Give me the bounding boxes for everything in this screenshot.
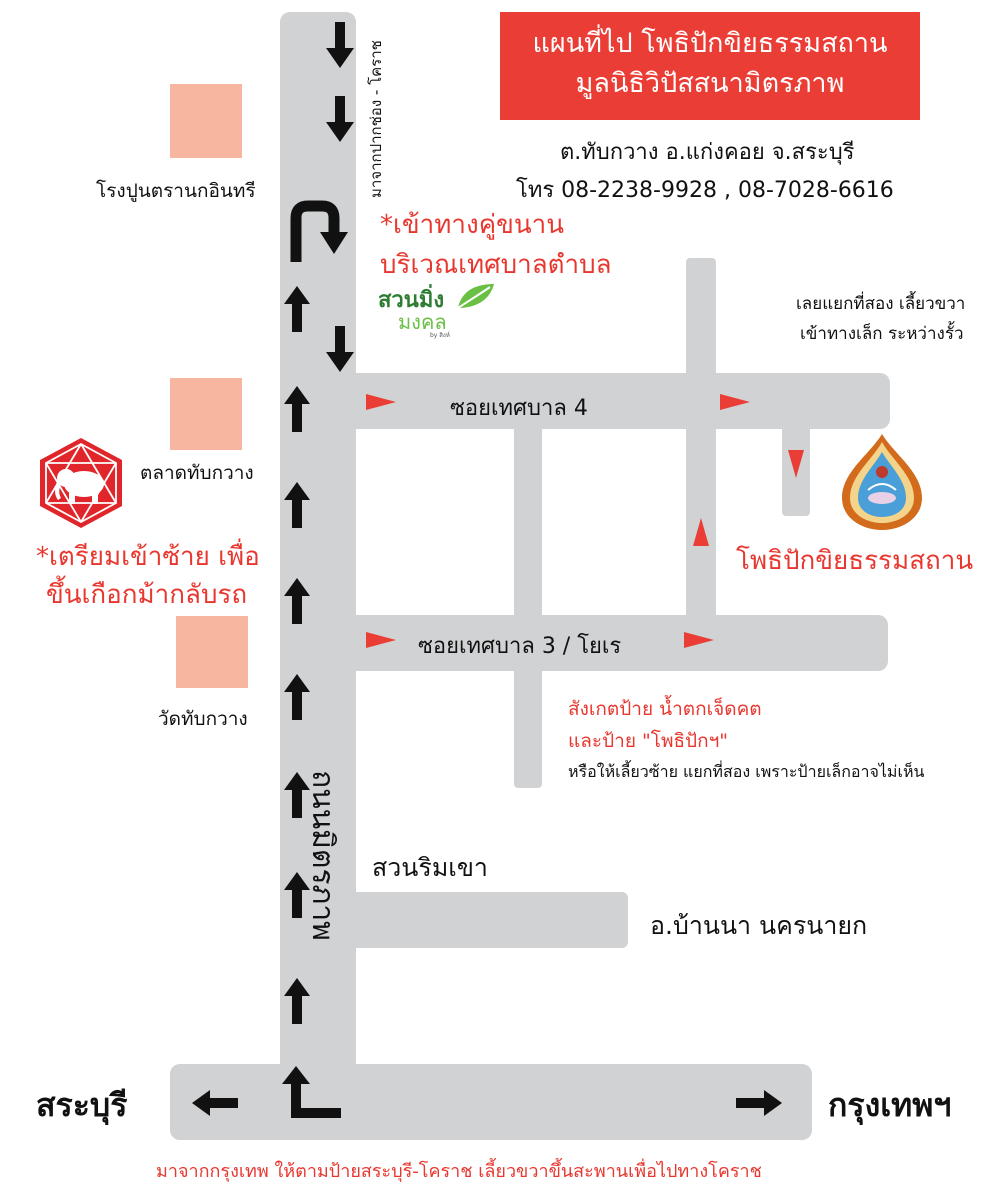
red-arrow-right-icon [720,394,750,410]
soi-4-label: ซอยเทศบาล 4 [450,396,588,421]
suan-ming-by: by สิงห์ [430,332,450,339]
map-title-box: แผนที่ไป โพธิปักขิยธรรมสถาน มูลนิธิวิปัส… [500,12,920,120]
suan-ming-text-1: สวนมิ่ง [378,288,445,313]
u-turn-arrow-icon [290,200,348,262]
bottom-note: มาจากกรุงเทพ ให้ตามป้ายสระบุรี-โคราช เลี… [156,1161,762,1182]
ban-na-label: อ.บ้านนา นครนายก [650,911,868,940]
map-title-line1: แผนที่ไป โพธิปักขิยธรรมสถาน [532,28,888,59]
building-cement-factory [170,84,242,158]
frontage-note-2: บริเวณเทศบาลตำบล [380,250,612,280]
arrow-up-icon [284,286,310,332]
road-soi-4 [340,373,890,429]
arrow-up-icon [284,978,310,1024]
arrow-down-icon [326,22,354,68]
destination-label: โพธิปักขิยธรรมสถาน [736,546,974,576]
suan-ming-mongkol-logo: สวนมิ่ง มงคล by สิงห์ [378,282,498,346]
bangkok-label: กรุงเทพฯ [828,1086,952,1124]
arrow-right-icon [736,1090,782,1116]
sign-note-2: และป้าย "โพธิปักฯ" [568,730,729,752]
arrow-up-icon [284,578,310,624]
uturn-note-1: *เตรียมเข้าซ้าย เพื่อ [36,542,260,572]
suan-ming-text-2: มงคล [398,310,447,334]
red-arrow-right-icon [366,394,396,410]
road-ban-na [340,892,628,948]
red-arrow-up-icon [693,518,709,546]
arrow-up-icon [284,674,310,720]
red-arrow-right-icon [366,632,396,648]
arrow-down-icon [326,326,354,372]
market-label: ตลาดทับกวาง [140,462,254,484]
temple-label: วัดทับกวาง [158,708,248,730]
address-text: ต.ทับกวาง อ.แก่งคอย จ.สระบุรี [560,140,855,165]
arrow-left-icon [192,1090,238,1116]
soi-3-label: ซอยเทศบาล 3 / โยเร [418,634,622,659]
arrow-down-icon [326,96,354,142]
sign-note-1: สังเกตป้าย น้ำตกเจ็ดคต [568,698,762,720]
suan-rim-khao-label: สวนริมเขา [372,853,488,882]
red-arrow-right-icon [684,632,714,648]
cement-factory-label: โรงปูนตรานกอินทรี [96,180,256,202]
red-arrow-down-icon [788,450,804,478]
road-soi-3 [340,615,888,671]
from-pakchong-label: มาจากปากช่อง - โคราช [367,40,385,198]
phone-text: โทร 08-2238-9928 , 08-7028-6616 [516,178,894,203]
turn-up-arrow-icon [282,1066,341,1118]
building-temple [176,616,248,688]
frontage-note-1: *เข้าทางคู่ขนาน [380,210,565,240]
elephant-hexagon-logo [40,438,122,528]
second-junction-note-2: เข้าทางเล็ก ระหว่างรั้ว [800,324,964,344]
arrow-up-icon [284,482,310,528]
leaf-icon [457,284,494,309]
second-junction-note-1: เลยแยกที่สอง เลี้ยวขวา [796,294,966,314]
arrow-up-icon [284,386,310,432]
dhamma-center-emblem-icon [842,434,922,530]
sign-note-3: หรือให้เลี้ยวซ้าย แยกที่สอง เพราะป้ายเล็… [568,762,925,781]
building-market [170,378,242,450]
road-connector [686,258,716,638]
saraburi-label: สระบุรี [36,1086,128,1124]
road-bottom-highway [170,1064,812,1140]
road-side-lane [514,420,542,788]
arrow-up-icon [284,772,310,818]
arrow-up-icon [284,872,310,918]
uturn-note-2: ขึ้นเกือกม้ากลับรถ [46,580,248,610]
map-title-line2: มูลนิธิวิปัสสนามิตรภาพ [575,68,845,99]
